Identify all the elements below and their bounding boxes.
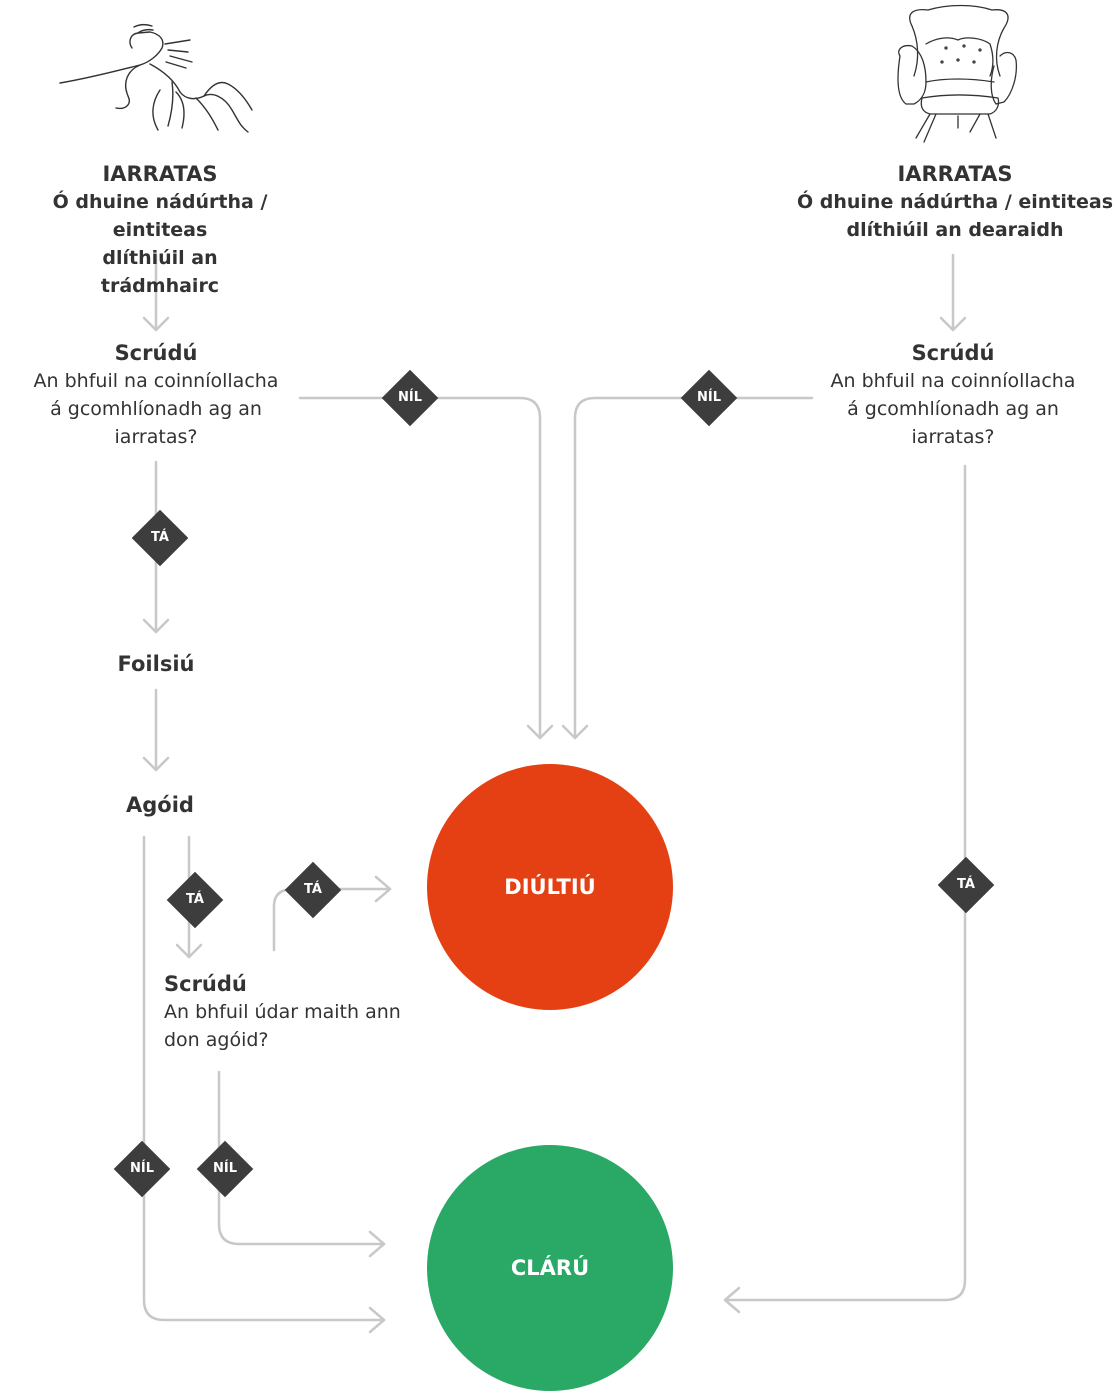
yes-label-right-exam: TÁ	[957, 877, 975, 892]
arrowhead	[142, 316, 170, 332]
arrowhead	[526, 724, 554, 740]
arrowhead	[368, 1230, 386, 1258]
publish-label: Foilsiú	[117, 652, 195, 676]
armchair-sketch-icon	[897, 4, 1018, 143]
arrow-opp-exam-to-register	[217, 1070, 386, 1246]
left-application-line1: Ó dhuine nádúrtha / eintiteas	[52, 191, 268, 241]
opp-exam-question-line2: don agóid?	[164, 1029, 269, 1051]
no-label-opp-exam: NÍL	[212, 1161, 237, 1176]
left-exam-question-line3: iarratas?	[114, 426, 198, 448]
arrow-right-exam-to-register	[723, 464, 967, 1302]
right-application: IARRATAS Ó dhuine nádúrtha / eintiteas d…	[795, 160, 1115, 244]
arrowhead	[939, 316, 967, 332]
arrowhead	[374, 875, 392, 903]
arrowhead	[142, 618, 170, 634]
left-exam-title: Scrúdú	[114, 341, 198, 365]
left-application-title: IARRATAS	[102, 162, 218, 186]
left-application: IARRATAS Ó dhuine nádúrtha / eintiteas d…	[40, 160, 280, 300]
left-exam-question-line1: An bhfuil na coinníollacha	[33, 370, 279, 392]
left-exam-question-line2: á gcomhlíonadh ag an	[50, 398, 262, 420]
opp-exam-title: Scrúdú	[164, 972, 247, 996]
arrowhead	[368, 1306, 386, 1334]
opposition-examination: Scrúdú An bhfuil údar maith ann don agói…	[164, 970, 434, 1054]
right-exam-question-line2: á gcomhlíonadh ag an	[847, 398, 1059, 420]
opp-exam-question-line1: An bhfuil údar maith ann	[164, 1001, 401, 1023]
right-exam-question-line3: iarratas?	[911, 426, 995, 448]
opposition-step: Agóid	[90, 791, 230, 819]
register-label: CLÁRÚ	[510, 1256, 590, 1280]
yes-label-opp-exam: TÁ	[304, 882, 322, 897]
right-application-title: IARRATAS	[897, 162, 1013, 186]
arrowhead	[723, 1286, 741, 1314]
arrow-left-exam-to-reject	[298, 396, 542, 740]
no-label-right-exam: NÍL	[696, 390, 721, 405]
right-exam-title: Scrúdú	[911, 341, 995, 365]
yes-label-left-exam: TÁ	[151, 530, 169, 545]
register-outcome-circle: CLÁRÚ	[427, 1145, 673, 1391]
reject-label: DIÚLTIÚ	[504, 875, 596, 899]
reject-outcome-circle: DIÚLTIÚ	[427, 764, 673, 1010]
right-application-line2: dlíthiúil an dearaidh	[846, 219, 1064, 241]
arrowhead	[142, 756, 170, 772]
right-application-line1: Ó dhuine nádúrtha / eintiteas	[796, 191, 1114, 213]
no-label-left-exam: NÍL	[397, 390, 422, 405]
left-examination: Scrúdú An bhfuil na coinníollacha á gcom…	[26, 339, 286, 451]
right-exam-question-line1: An bhfuil na coinníollacha	[830, 370, 1076, 392]
right-examination: Scrúdú An bhfuil na coinníollacha á gcom…	[822, 339, 1084, 451]
horse-line-drawing-icon	[59, 23, 253, 133]
publication-step: Foilsiú	[86, 650, 226, 678]
yes-label-opposition: TÁ	[186, 892, 204, 907]
arrowhead	[175, 943, 203, 959]
arrow-opposition-to-register	[142, 835, 386, 1322]
arrowhead	[561, 724, 589, 740]
no-label-opposition: NÍL	[129, 1161, 154, 1176]
left-application-line2: dlíthiúil an trádmhairc	[100, 247, 220, 297]
arrow-right-exam-to-reject	[573, 396, 814, 740]
opposition-label: Agóid	[126, 793, 194, 817]
